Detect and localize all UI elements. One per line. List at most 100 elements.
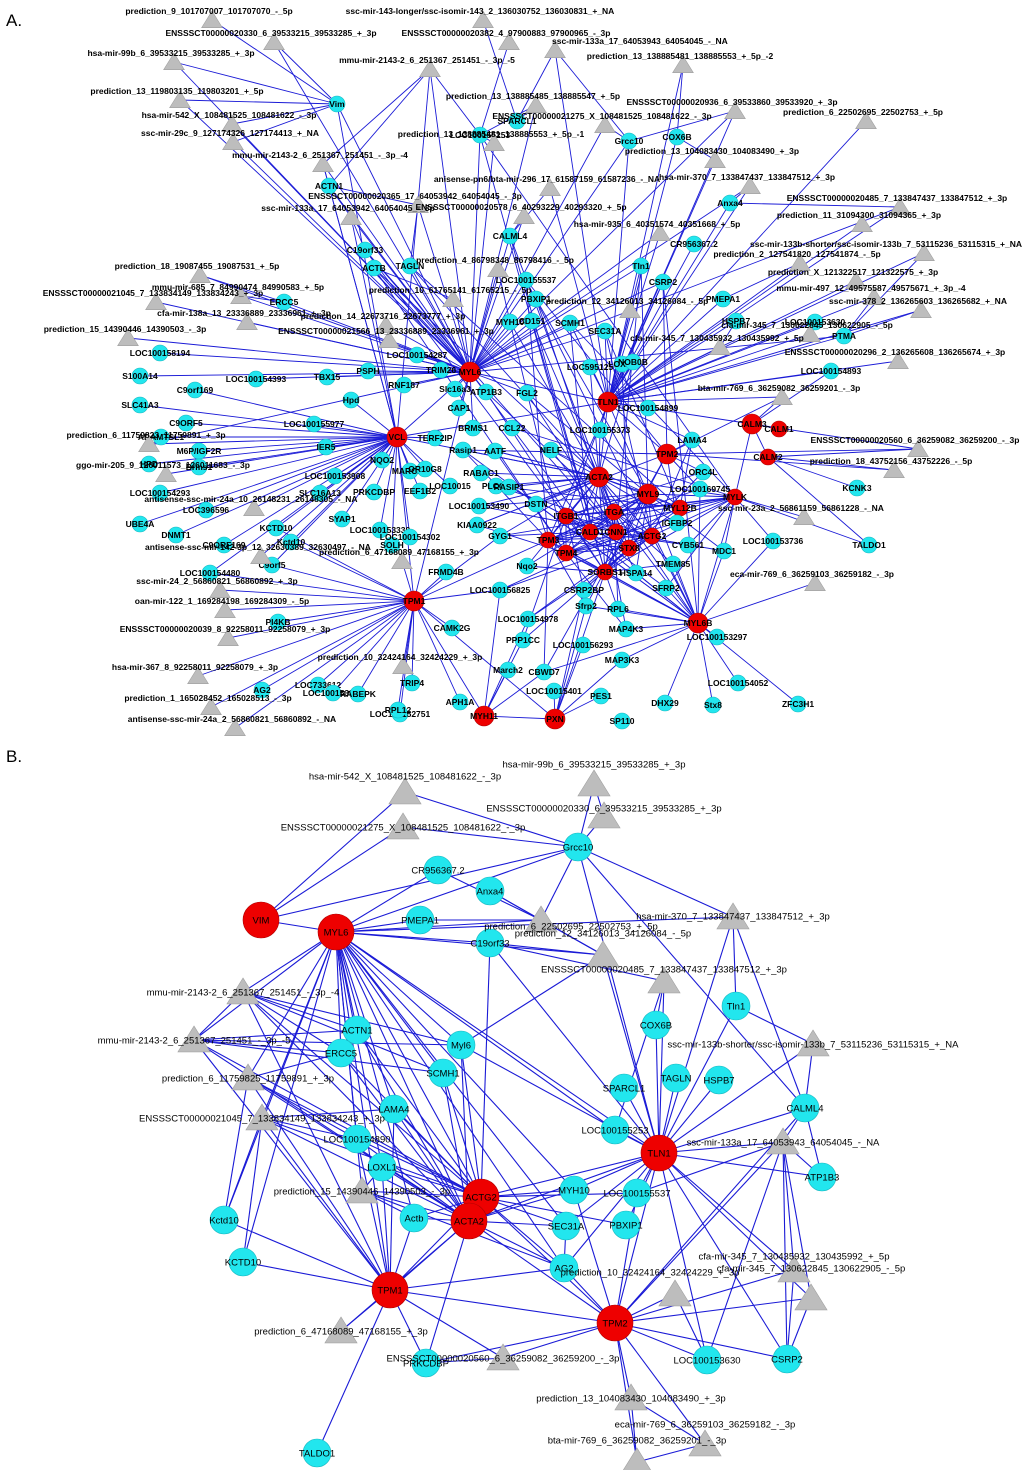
edge [651,439,693,537]
edge [373,267,454,300]
gene-circle [764,532,782,550]
mirna-node: eca-mir-769_6_36259103_36259182_-_3p [615,1420,795,1457]
edge [734,423,753,498]
gene-circle [772,1344,802,1374]
mirna-triangle [163,52,185,70]
mirna-triangle [796,1029,830,1057]
gene-circle [408,346,426,364]
edge [658,980,665,1154]
node-label: ENSSSCT00000020330_6_39533215_39533285_+… [165,28,376,38]
mirna-node: hsa-mir-370_7_133847437_133847512_+_3p [636,902,830,930]
gene-node: ACTB [362,259,386,277]
gene-circle [561,314,579,332]
gene-node: LOC100154302 [380,528,441,546]
node-label: MAP4K3 [609,624,644,634]
gene-node: CD151 [519,312,545,330]
node-label: Vim [329,99,345,109]
edge [193,931,337,1041]
gene-node: LOC100154899 [618,399,679,417]
gene-node: PMEPA1 [401,905,439,935]
mirna-node: prediction_12_34126013_34126084_-_5p [515,929,691,968]
mirna-triangle [649,223,671,241]
node-label: MAP3K3 [605,655,640,665]
edge [335,931,383,1168]
node-label: HSPA14 [620,568,653,578]
hub-circle [459,361,481,383]
edge [607,262,801,403]
node-label: Nqo2 [516,561,538,571]
gene-node: ACTN1 [315,177,343,195]
node-label: ATP1B3 [805,1173,840,1184]
edge [247,1077,358,1140]
gene-circle [581,358,599,376]
edge [614,1322,788,1360]
edge [413,600,485,717]
node-label: prediction_13_138885481_138885553_+_5p_-… [587,51,774,61]
edge [462,449,699,624]
edge [232,141,471,373]
node-label: cfa-mir-345_7_130435932_130435992_+_5p [699,1252,890,1263]
node-label: hsa-mir-367_8_92258011_92258079_+_3p [112,662,278,672]
edge [193,1039,342,1054]
mirna-triangle [214,600,236,618]
edge [452,298,471,373]
node-label: KCTD10 [225,1258,261,1269]
gene-circle [423,855,453,885]
edge [393,1108,470,1222]
gene-circle [685,235,703,253]
edge [332,600,415,694]
edge [469,232,661,373]
edge [697,622,714,706]
edge [139,371,471,377]
edge [404,791,579,848]
edge [697,488,701,624]
edge [598,476,699,624]
edge [732,916,806,1109]
node-label: hsa-mir-370_7_133847437_133847512_+_3p [659,172,835,182]
edge [658,1141,784,1154]
gene-circle [527,290,545,308]
gene-node: LOC100156293 [553,636,614,654]
edge [547,535,653,541]
gene-node: LOC733612 [295,676,341,694]
node-label: prediction_13_104083430_104083490_+_3p [625,146,799,156]
edge [211,19,338,105]
gene-circle [437,563,455,581]
mirna-triangle [407,195,429,213]
edge [261,931,337,1119]
mirna-triangle [539,178,561,196]
edge [429,68,471,373]
node-label: CALML4 [493,231,528,241]
mirna-triangle [209,580,231,598]
node-label: KCNK3 [842,483,872,493]
edge [357,600,415,695]
mirna-node: prediction_12_34126013_34126084_-_5p [546,296,708,318]
edge [224,600,415,611]
mirna-triangle [789,253,811,271]
gene-node: C9ORF169 [203,536,246,554]
node-label: oan-mir-122_1_169284198_169284309_-_5p [135,596,309,606]
panel-a-letter: A. [6,11,22,30]
gene-node: LOC100156825 [470,581,531,599]
edge [613,511,674,565]
edge [411,600,415,684]
gene-circle [190,458,208,476]
edge [527,507,681,620]
edge [614,1141,784,1324]
node-label: CCL22 [499,423,526,433]
gene-node: KCTD10 [225,1247,261,1277]
gene-node: ORC4L [689,463,717,481]
hub-circle [473,705,495,727]
gene-circle [389,701,407,719]
edge [425,1322,616,1364]
gene-circle [215,536,233,554]
node-label: TPM2 [656,449,679,459]
node-label: ERCC5 [270,297,299,307]
edge [198,436,398,452]
node-label: HSPB7 [703,1076,734,1087]
gene-circle [704,696,722,714]
gene-circle [508,112,526,130]
node-label: prediction_10_32424164_32424229_+_3p [318,652,483,662]
gene-node: LOC100153630 [785,313,846,331]
node-label: LOC396596 [183,505,230,515]
